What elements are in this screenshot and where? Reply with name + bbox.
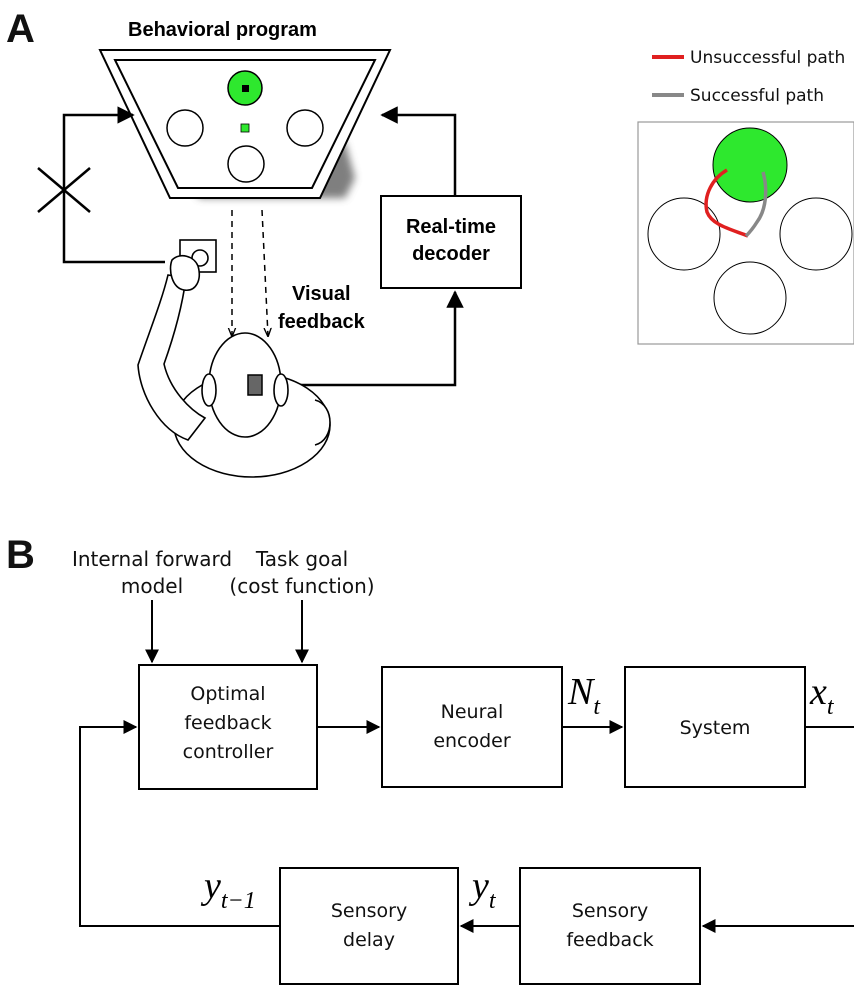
encoder-line2: encoder	[433, 730, 511, 752]
sensory-delay-line1: Sensory	[331, 900, 407, 922]
inset-bottom-circle	[713, 261, 787, 335]
legend-successful-label: Successful path	[690, 86, 824, 106]
decoder-label-line2: decoder	[412, 243, 490, 265]
monitor-cursor	[242, 85, 249, 92]
symbol-x: xt	[809, 671, 835, 720]
neural-implant	[247, 374, 263, 396]
forward-model-line1: Internal forward	[72, 547, 232, 571]
inset-unsuccessful-path	[704, 168, 749, 238]
task-inset	[637, 121, 854, 345]
subject-arm	[137, 274, 207, 441]
symbol-N: Nt	[567, 671, 601, 720]
path-legend: Unsuccessful path Successful path	[652, 48, 845, 106]
joystick-loop	[37, 106, 165, 264]
system-box	[624, 666, 806, 788]
decoder-loop: Real-time decoder	[262, 106, 522, 387]
monitor-bottom-circle	[227, 145, 265, 183]
visual-feedback-line2: feedback	[278, 311, 366, 333]
subject-right-ear	[273, 373, 289, 407]
panel-a-letter: A	[6, 7, 35, 51]
panel-b-letter: B	[6, 533, 35, 577]
sensory-feedback-line1: Sensory	[572, 900, 648, 922]
controller-line2: feedback	[184, 712, 271, 734]
monitor-left-circle	[166, 109, 204, 147]
task-goal-line2: (cost function)	[229, 574, 374, 598]
sensory-feedback-line2: feedback	[566, 929, 653, 951]
decoder-label-line1: Real-time	[406, 216, 496, 238]
behavioral-program-label: Behavioral program	[128, 19, 317, 41]
sensory-feedback-box	[519, 867, 701, 985]
inset-target-circle	[712, 127, 788, 203]
legend-unsuccessful-label: Unsuccessful path	[690, 48, 845, 68]
delay-to-controller-arrow	[79, 720, 280, 927]
task-goal-line1: Task goal	[255, 547, 348, 571]
real-time-decoder-box	[380, 195, 522, 289]
subject-left-ear	[201, 373, 217, 407]
optimal-feedback-controller-box	[138, 664, 318, 790]
visual-feedback-arrows	[232, 209, 268, 336]
visual-feedback-line1: Visual	[292, 283, 351, 305]
inset-successful-path	[744, 171, 768, 238]
subject-hand	[169, 254, 200, 291]
forward-model-line2: model	[121, 574, 183, 598]
inset-left-circle	[647, 197, 721, 271]
controller-line3: controller	[183, 741, 274, 763]
sensory-delay-line2: delay	[343, 929, 395, 951]
controller-line1: Optimal	[190, 683, 265, 705]
subject-head	[208, 332, 282, 438]
sensory-delay-box	[279, 867, 459, 985]
symbol-y-t-minus-1: yt−1	[200, 865, 256, 914]
encoder-line1: Neural	[441, 701, 504, 723]
subject-figure	[137, 239, 331, 478]
neural-encoder-box	[381, 666, 563, 788]
inset-right-circle	[779, 197, 853, 271]
symbol-y-t: yt	[468, 865, 497, 914]
monitor-screen	[98, 49, 392, 199]
monitor-right-circle	[286, 109, 324, 147]
system-label: System	[680, 717, 751, 739]
monitor-center-dot	[240, 123, 250, 133]
